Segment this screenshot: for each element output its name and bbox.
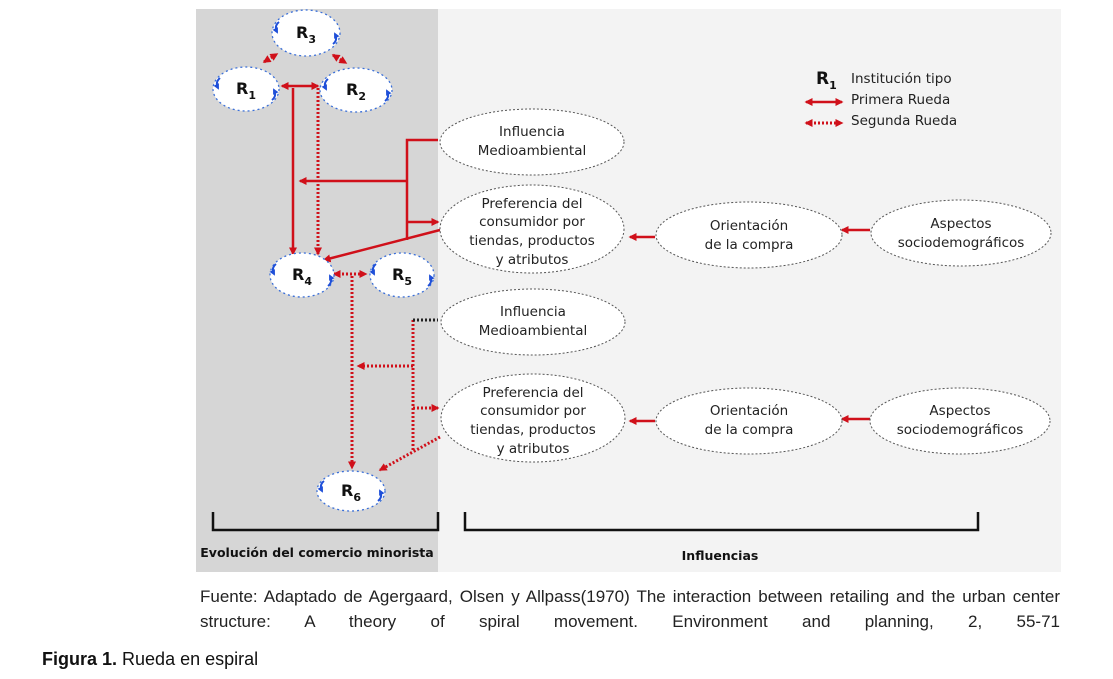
node-r3: R3	[271, 9, 341, 57]
svg-text:Medioambiental: Medioambiental	[478, 143, 586, 159]
svg-text:Preferencia del: Preferencia del	[483, 385, 584, 401]
node-r4: R4	[269, 252, 335, 298]
section-label-left: Evolución del comercio minorista	[200, 545, 433, 560]
node-influencia-medioambiental-2: Influencia Medioambiental	[440, 288, 626, 356]
section-label-right: Influencias	[682, 548, 759, 563]
svg-text:de la compra: de la compra	[705, 422, 794, 438]
node-orientacion-compra-1: Orientación de la compra	[655, 201, 843, 269]
svg-text:tiendas, productos: tiendas, productos	[470, 422, 596, 438]
legend: R1 Institución tipo Primera Rueda Segund…	[804, 69, 957, 129]
figure-title: Figura 1. Rueda en espiral	[42, 649, 258, 670]
svg-text:de la compra: de la compra	[705, 237, 794, 253]
svg-text:Aspectos: Aspectos	[929, 403, 990, 419]
node-preferencia-consumidor-1: Preferencia del consumidor por tiendas, …	[439, 184, 625, 274]
source-caption: Fuente: Adaptado de Agergaard, Olsen y A…	[200, 587, 1060, 631]
node-r6: R6	[316, 470, 386, 512]
svg-text:Orientación: Orientación	[710, 218, 788, 234]
svg-text:R1: R1	[236, 79, 256, 102]
svg-text:y atributos: y atributos	[496, 252, 569, 268]
svg-text:R4: R4	[292, 265, 312, 288]
svg-text:R6: R6	[341, 481, 361, 504]
node-aspectos-sociodemograficos-2: Aspectos sociodemográficos	[869, 387, 1051, 455]
svg-text:Primera Rueda: Primera Rueda	[851, 92, 950, 108]
svg-text:Orientación: Orientación	[710, 403, 788, 419]
svg-text:R2: R2	[346, 80, 366, 103]
svg-text:consumidor por: consumidor por	[480, 403, 586, 419]
node-influencia-medioambiental-1: Influencia Medioambiental	[439, 108, 625, 176]
node-r1: R1	[212, 66, 280, 112]
svg-text:sociodemográficos: sociodemográficos	[897, 422, 1024, 438]
figure-title-text: Rueda en espiral	[122, 649, 259, 669]
svg-text:R1: R1	[816, 69, 837, 92]
node-r2: R2	[319, 67, 393, 113]
svg-text:tiendas, productos: tiendas, productos	[469, 233, 595, 249]
node-preferencia-consumidor-2: Preferencia del consumidor por tiendas, …	[440, 373, 626, 463]
svg-text:R3: R3	[296, 23, 316, 46]
svg-text:sociodemográficos: sociodemográficos	[898, 235, 1025, 251]
node-orientacion-compra-2: Orientación de la compra	[655, 387, 843, 455]
svg-text:Preferencia del: Preferencia del	[482, 196, 583, 212]
svg-text:R5: R5	[392, 265, 412, 288]
node-aspectos-sociodemograficos-1: Aspectos sociodemográficos	[870, 199, 1052, 267]
svg-text:y atributos: y atributos	[497, 441, 570, 457]
svg-text:Segunda Rueda: Segunda Rueda	[851, 113, 957, 129]
svg-text:Medioambiental: Medioambiental	[479, 323, 587, 339]
svg-text:Aspectos: Aspectos	[930, 216, 991, 232]
dotted-connectors	[262, 52, 441, 472]
svg-text:Influencia: Influencia	[500, 304, 566, 320]
svg-text:consumidor por: consumidor por	[479, 214, 585, 230]
section-brackets	[211, 512, 980, 532]
figure-label: Figura 1.	[42, 649, 118, 669]
svg-text:Institución tipo: Institución tipo	[851, 71, 952, 87]
svg-text:Influencia: Influencia	[499, 124, 565, 140]
node-r5: R5	[369, 252, 435, 298]
